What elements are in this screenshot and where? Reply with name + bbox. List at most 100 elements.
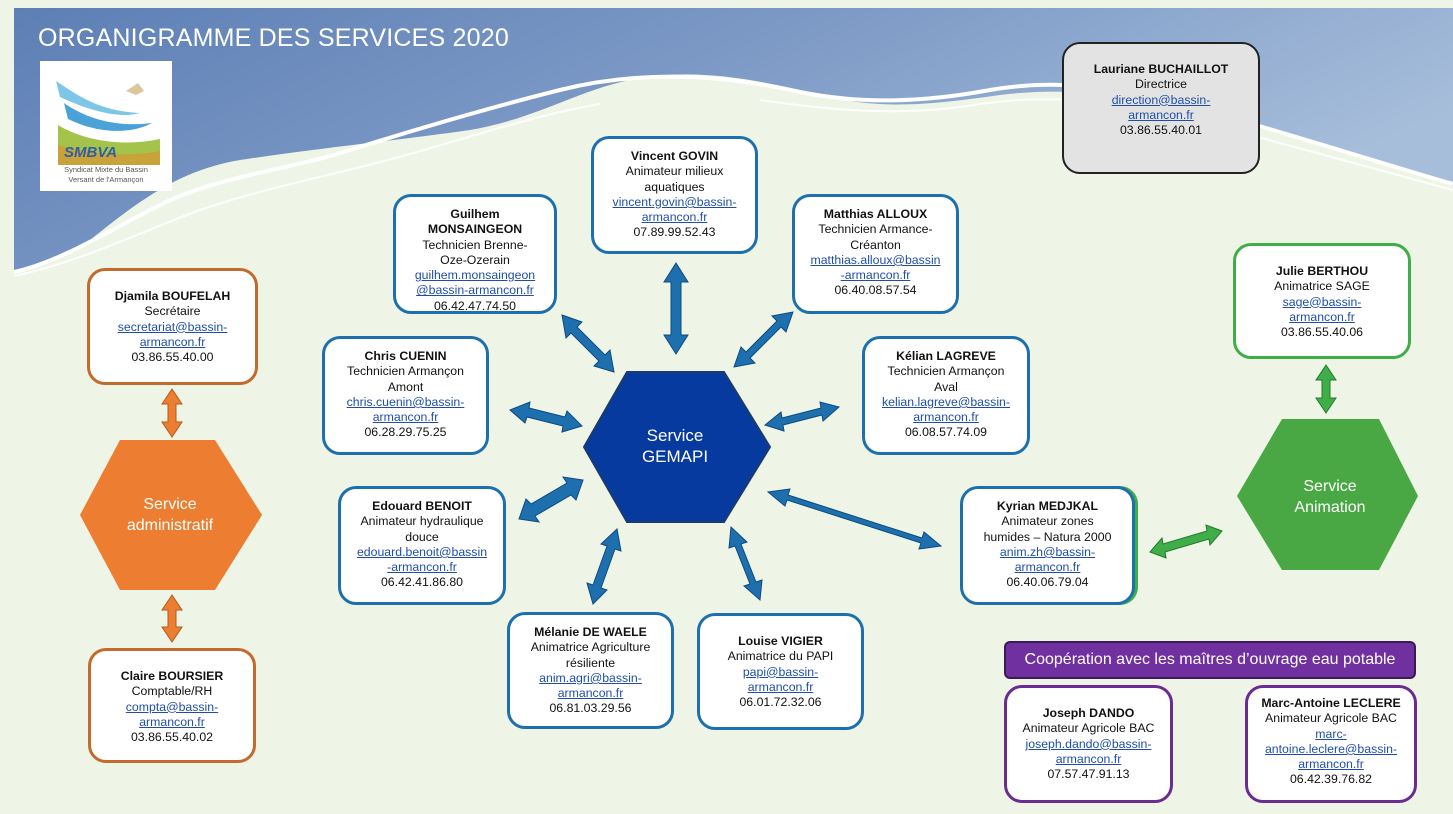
arrow-animation-medjkal — [1149, 524, 1223, 559]
person-phone: 06.28.29.75.25 — [364, 425, 447, 440]
person-email-cont[interactable]: armancon.fr — [747, 679, 814, 694]
person-email-cont[interactable]: armancon.fr — [557, 686, 624, 701]
card-benoit: Edouard BENOIT Animateur hydraulique dou… — [338, 486, 506, 605]
person-email-cont[interactable]: armancon.fr — [372, 410, 439, 425]
arrow-gemapi-vigier — [728, 525, 763, 602]
hexagon-administratif-label: Service administratif — [100, 494, 240, 536]
logo-graphic: SMBVA Syndicat Mixte du Bassin Versant d… — [56, 81, 160, 184]
gemapi-line2: GEMAPI — [641, 447, 709, 466]
person-email[interactable]: marc- — [1315, 726, 1347, 741]
arrow-gemapi-benoit — [518, 476, 584, 523]
person-phone: 06.81.03.29.56 — [549, 701, 632, 716]
card-cuenin: Chris CUENIN Technicien Armançon Amont c… — [322, 336, 489, 455]
person-name: Julie BERTHOU — [1275, 264, 1369, 278]
person-email[interactable]: edouard.benoit@bassin — [356, 544, 488, 559]
person-role-cont: Créanton — [850, 237, 901, 252]
arrow-gemapi-alloux — [733, 311, 794, 368]
person-phone: 03.86.55.40.00 — [131, 350, 214, 365]
person-email[interactable]: chris.cuenin@bassin- — [346, 394, 465, 409]
person-email-cont[interactable]: -armancon.fr — [387, 560, 457, 575]
administratif-line1: Service — [143, 496, 197, 513]
person-role: Directrice — [1135, 77, 1187, 92]
person-role-cont: Amont — [387, 379, 424, 394]
person-phone: 03.86.55.40.06 — [1280, 325, 1364, 340]
person-email[interactable]: matthias.alloux@bassin — [810, 252, 941, 267]
person-role: Technicien Armançon — [887, 364, 1005, 379]
person-email[interactable]: papi@bassin- — [742, 664, 819, 679]
arrow-gemapi-cuenin — [509, 401, 583, 433]
person-name: Guilhem — [450, 207, 500, 221]
hexagon-gemapi-label: Service GEMAPI — [610, 425, 740, 467]
card-boufelah: Djamila BOUFELAH Secrétaire secretariat@… — [87, 268, 258, 385]
person-role: Animatrice Agriculture — [530, 640, 651, 655]
person-email-cont[interactable]: armancon.fr — [139, 334, 206, 349]
person-role-cont: humides – Natura 2000 — [983, 529, 1112, 544]
card-govin: Vincent GOVIN Animateur milieux aquatiqu… — [591, 136, 758, 254]
card-dewaele: Mélanie DE WAELE Animatrice Agriculture … — [507, 612, 674, 729]
person-role: Technicien Brenne- — [422, 237, 528, 252]
person-email-cont[interactable]: armancon.fr — [1014, 560, 1081, 575]
person-email[interactable]: vincent.govin@bassin- — [612, 194, 737, 209]
arrow-animation-berthou — [1315, 364, 1337, 414]
person-role: Animatrice du PAPI — [727, 649, 834, 664]
person-email[interactable]: guilhem.monsaingeon — [414, 268, 536, 283]
person-role-cont: résiliente — [565, 655, 616, 670]
person-role: Secrétaire — [144, 304, 201, 319]
person-name: Kyrian MEDJKAL — [996, 499, 1099, 513]
person-email[interactable]: sage@bassin- — [1282, 294, 1362, 309]
person-email-cont[interactable]: antoine.leclere@bassin- — [1264, 741, 1398, 756]
arrow-admin-boufelah — [161, 388, 183, 438]
person-email-cont[interactable]: -armancon.fr — [840, 268, 911, 283]
cooperation-banner: Coopération avec les maîtres d’ouvrage e… — [1004, 641, 1416, 679]
person-email[interactable]: secretariat@bassin- — [117, 319, 228, 334]
person-email-cont[interactable]: armancon.fr — [641, 210, 708, 225]
person-email[interactable]: anim.zh@bassin- — [999, 544, 1096, 559]
person-name: Mélanie DE WAELE — [534, 625, 647, 639]
person-role: Animateur zones — [1001, 514, 1094, 529]
hexagon-animation-label: Service Animation — [1260, 476, 1400, 518]
person-name: Vincent GOVIN — [630, 149, 719, 163]
person-name: Edouard BENOIT — [372, 499, 472, 513]
smbva-logo: SMBVA Syndicat Mixte du Bassin Versant d… — [40, 61, 172, 191]
card-leclere: Marc-Antoine LECLERE Animateur Agricole … — [1245, 685, 1417, 803]
person-phone: 03.86.55.40.02 — [130, 730, 214, 745]
person-email[interactable]: direction@bassin- — [1111, 92, 1211, 107]
arrow-admin-boursier — [161, 594, 183, 643]
card-dando: Joseph DANDO Animateur Agricole BAC jose… — [1004, 685, 1173, 803]
card-medjkal: Kyrian MEDJKAL Animateur zones humides –… — [960, 486, 1135, 605]
person-phone: 06.42.39.76.82 — [1289, 772, 1373, 787]
person-email[interactable]: kelian.lagreve@bassin- — [881, 394, 1010, 409]
card-berthou: Julie BERTHOU Animatrice SAGE sage@bassi… — [1233, 243, 1411, 359]
hexagon-administratif — [80, 440, 262, 590]
person-email-cont[interactable]: armancon.fr — [1289, 309, 1355, 324]
logo-text: SMBVA — [64, 144, 117, 161]
person-phone: 06.42.41.86.80 — [380, 575, 464, 590]
person-name: Louise VIGIER — [738, 634, 823, 648]
gemapi-line1: Service — [646, 426, 704, 445]
person-name: Lauriane BUCHAILLOT — [1093, 62, 1229, 76]
person-email-cont[interactable]: armancon.fr — [1128, 107, 1194, 122]
person-name: Matthias ALLOUX — [823, 207, 928, 221]
person-role-cont: Oze-Ozerain — [440, 252, 510, 267]
person-name: Joseph DANDO — [1042, 706, 1135, 720]
person-email-cont2[interactable]: armancon.fr — [1298, 757, 1364, 772]
person-role: Animateur milieux — [625, 164, 724, 179]
person-phone: 06.01.72.32.06 — [739, 695, 822, 710]
card-alloux: Matthias ALLOUX Technicien Armance- Créa… — [792, 194, 959, 314]
person-email[interactable]: compta@bassin- — [125, 699, 219, 714]
person-role-cont: Aval — [934, 379, 958, 394]
person-name: Chris CUENIN — [364, 349, 447, 363]
logo-subtitle-1: Syndicat Mixte du Bassin — [64, 165, 148, 174]
person-role: Technicien Armance- — [818, 222, 933, 237]
person-email-cont[interactable]: armancon.fr — [913, 410, 979, 425]
person-email-cont[interactable]: armancon.fr — [1055, 751, 1122, 766]
person-email[interactable]: joseph.dando@bassin- — [1025, 736, 1152, 751]
person-phone: 06.08.57.74.09 — [904, 425, 988, 440]
person-email[interactable]: anim.agri@bassin- — [539, 670, 642, 685]
card-monsaingeon: Guilhem MONSAINGEON Technicien Brenne- O… — [393, 194, 557, 314]
person-email-cont[interactable]: @bassin-armancon.fr — [416, 283, 534, 298]
person-role: Technicien Armançon — [347, 364, 464, 379]
person-email-cont[interactable]: armancon.fr — [139, 714, 205, 729]
person-phone: 03.86.55.40.01 — [1119, 123, 1203, 138]
